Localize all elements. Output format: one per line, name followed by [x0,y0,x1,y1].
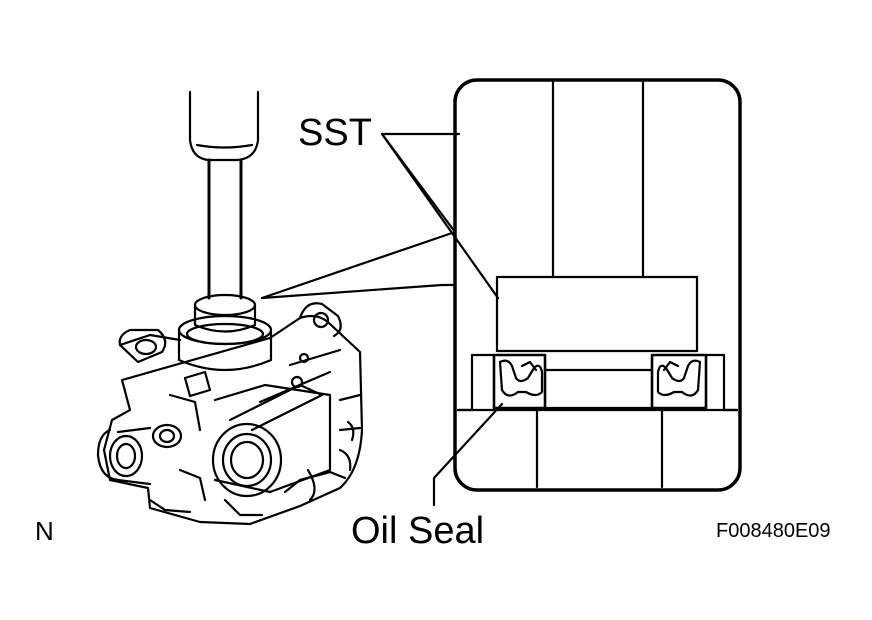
sst-label: SST [298,112,372,154]
oil-pump-body [98,303,362,524]
sst-driver-tool [190,92,258,332]
figure-code: F008480E09 [716,520,831,542]
corner-mark: N [35,516,54,546]
oil-seal-label: Oil Seal [351,510,485,552]
detail-callout-box [455,80,740,490]
